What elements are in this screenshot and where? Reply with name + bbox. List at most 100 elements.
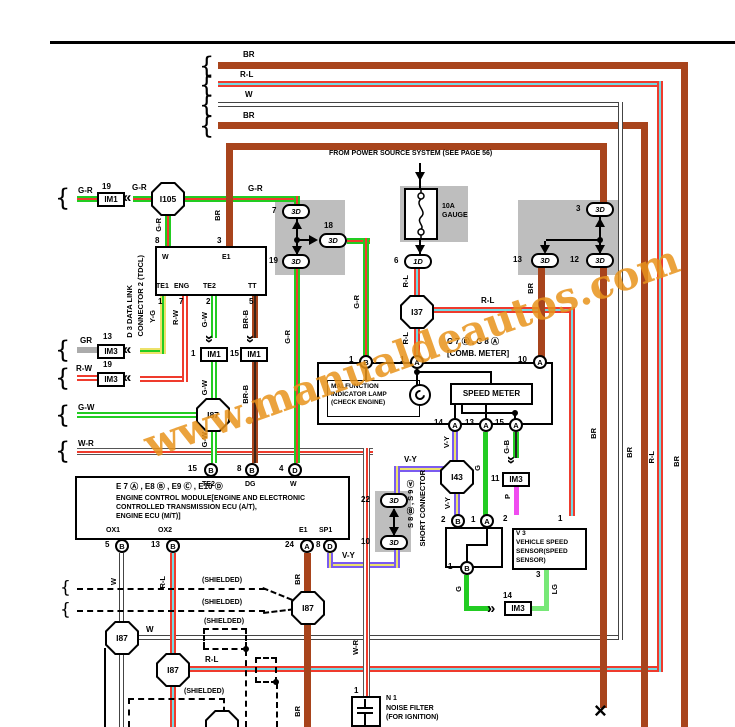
terminal-label: W [290,481,297,488]
arrow-up-icon [595,218,605,227]
connector-oval-3d: 3D [380,535,408,550]
connector-im1: IM1 [97,192,125,207]
pin-circle: A [300,539,314,553]
wire-color-label: R-L [205,655,219,664]
wire-color-label: R-L [401,275,410,288]
wire-segment [77,196,97,202]
wire-color-label: BR [243,111,255,120]
chevron-connector-icon: « [123,189,131,206]
junction-label [207,712,237,727]
terminal-label: TE1 [156,283,169,290]
wire-color-label: V-Y [404,455,417,464]
fuse-icon [417,188,425,240]
wire-color-label: GR [80,336,92,345]
junction-label: I87 [198,400,228,430]
wire-segment [77,412,197,418]
component-ref: N 1 [386,695,397,702]
pin-circle: A [479,418,493,432]
shielded-label: (SHIELDED) [200,577,245,584]
junction-label: I87 [293,593,323,623]
wire-color-label: G-W [200,312,209,328]
shielded-label: (SHIELDED) [202,618,247,625]
wire-segment [347,238,370,244]
wire-color-label: G [473,465,482,471]
component-name: (FOR IGNITION) [386,714,439,721]
terminal-label: TE2 [202,481,215,488]
connector-pin-number: 1 [158,297,163,306]
link-line [546,239,600,241]
connector-im3: IM3 [502,472,530,487]
component-title: CONNECTOR 2 (TDCL) [136,255,145,337]
connector-oval-3d: 3D [282,254,310,269]
junction-label: I87 [158,655,188,685]
connector-pin-number: 22 [361,495,370,504]
wire-segment [226,143,233,248]
link-line [365,369,367,380]
connector-pin-number: 11 [491,474,500,483]
wire-color-label: G-R [78,186,93,195]
brace: { [55,364,71,392]
mil-box [327,380,420,417]
wire-segment [538,268,545,357]
pin-circle: D [323,539,337,553]
junction-dot [273,679,279,685]
junction-dot [597,237,603,243]
pin-circle: A [448,418,462,432]
junction-dot [512,410,518,416]
connector-oval-3d: 3D [586,202,614,217]
wire-segment [363,448,370,696]
wire-segment [464,606,490,611]
wire-segment [454,494,460,516]
link-line [486,528,488,546]
link-line [393,509,395,535]
shield-dash-box [203,648,247,650]
connector-pin-number: 15 [495,418,504,427]
wire-segment [327,553,333,568]
chevron-connector-icon: » [487,600,495,617]
junction-dot [243,646,249,652]
connector-oval-3d: 3D [282,204,310,219]
wire-color-label: W [245,90,253,99]
wire-segment [77,347,98,353]
wire-color-label: R-W [171,310,180,325]
wire-segment [513,432,519,458]
component-name: (CHECK ENGINE) [331,399,386,406]
connector-pin-number: 19 [269,256,278,265]
shield-dash-box [275,657,277,683]
data-link-connector-box [155,246,267,296]
component-name: ENGINE ECU (M/T)] [116,513,181,520]
component-name: NOISE FILTER [386,705,434,712]
terminal-label: ENG [174,283,190,290]
connector-pin-number: 8 [316,540,321,549]
wire-color-label: BR [293,574,302,585]
connector-pin-number: 8 [155,236,160,245]
wire-segment [657,81,663,672]
pin-circle: A [410,355,424,369]
arrow-right-icon [309,235,318,245]
connector-oval-1d: 1D [404,254,432,269]
link-line [490,371,492,383]
arrow-down-icon [292,246,302,255]
terminal-label: SP1 [319,527,333,534]
connector-pin-number: 13 [465,418,474,427]
wire-color-label: G-W [200,380,209,396]
wire-color-label: V-Y [342,551,355,560]
wire-color-label: R-L [240,70,254,79]
wire-segment [452,431,458,460]
wire-segment [218,81,663,87]
junction-octagon: I87 [291,591,325,625]
brace: { [199,52,215,80]
shielded-label: (SHIELDED) [200,599,245,606]
terminal-label: OX1 [106,527,121,534]
wire-segment [483,432,488,515]
connector-oval-3d: 3D [380,493,408,508]
wire-color-label: G-R [283,330,292,344]
connector-pin-number: 18 [324,221,333,230]
wire-color-label: W-R [78,439,94,448]
component-ref: V 3 [516,530,526,537]
connector-pin-number: 19 [103,360,112,369]
brace: { [199,112,215,140]
link-line [461,412,516,414]
junction-octagon: I87 [105,621,139,655]
wire-segment [531,606,549,611]
